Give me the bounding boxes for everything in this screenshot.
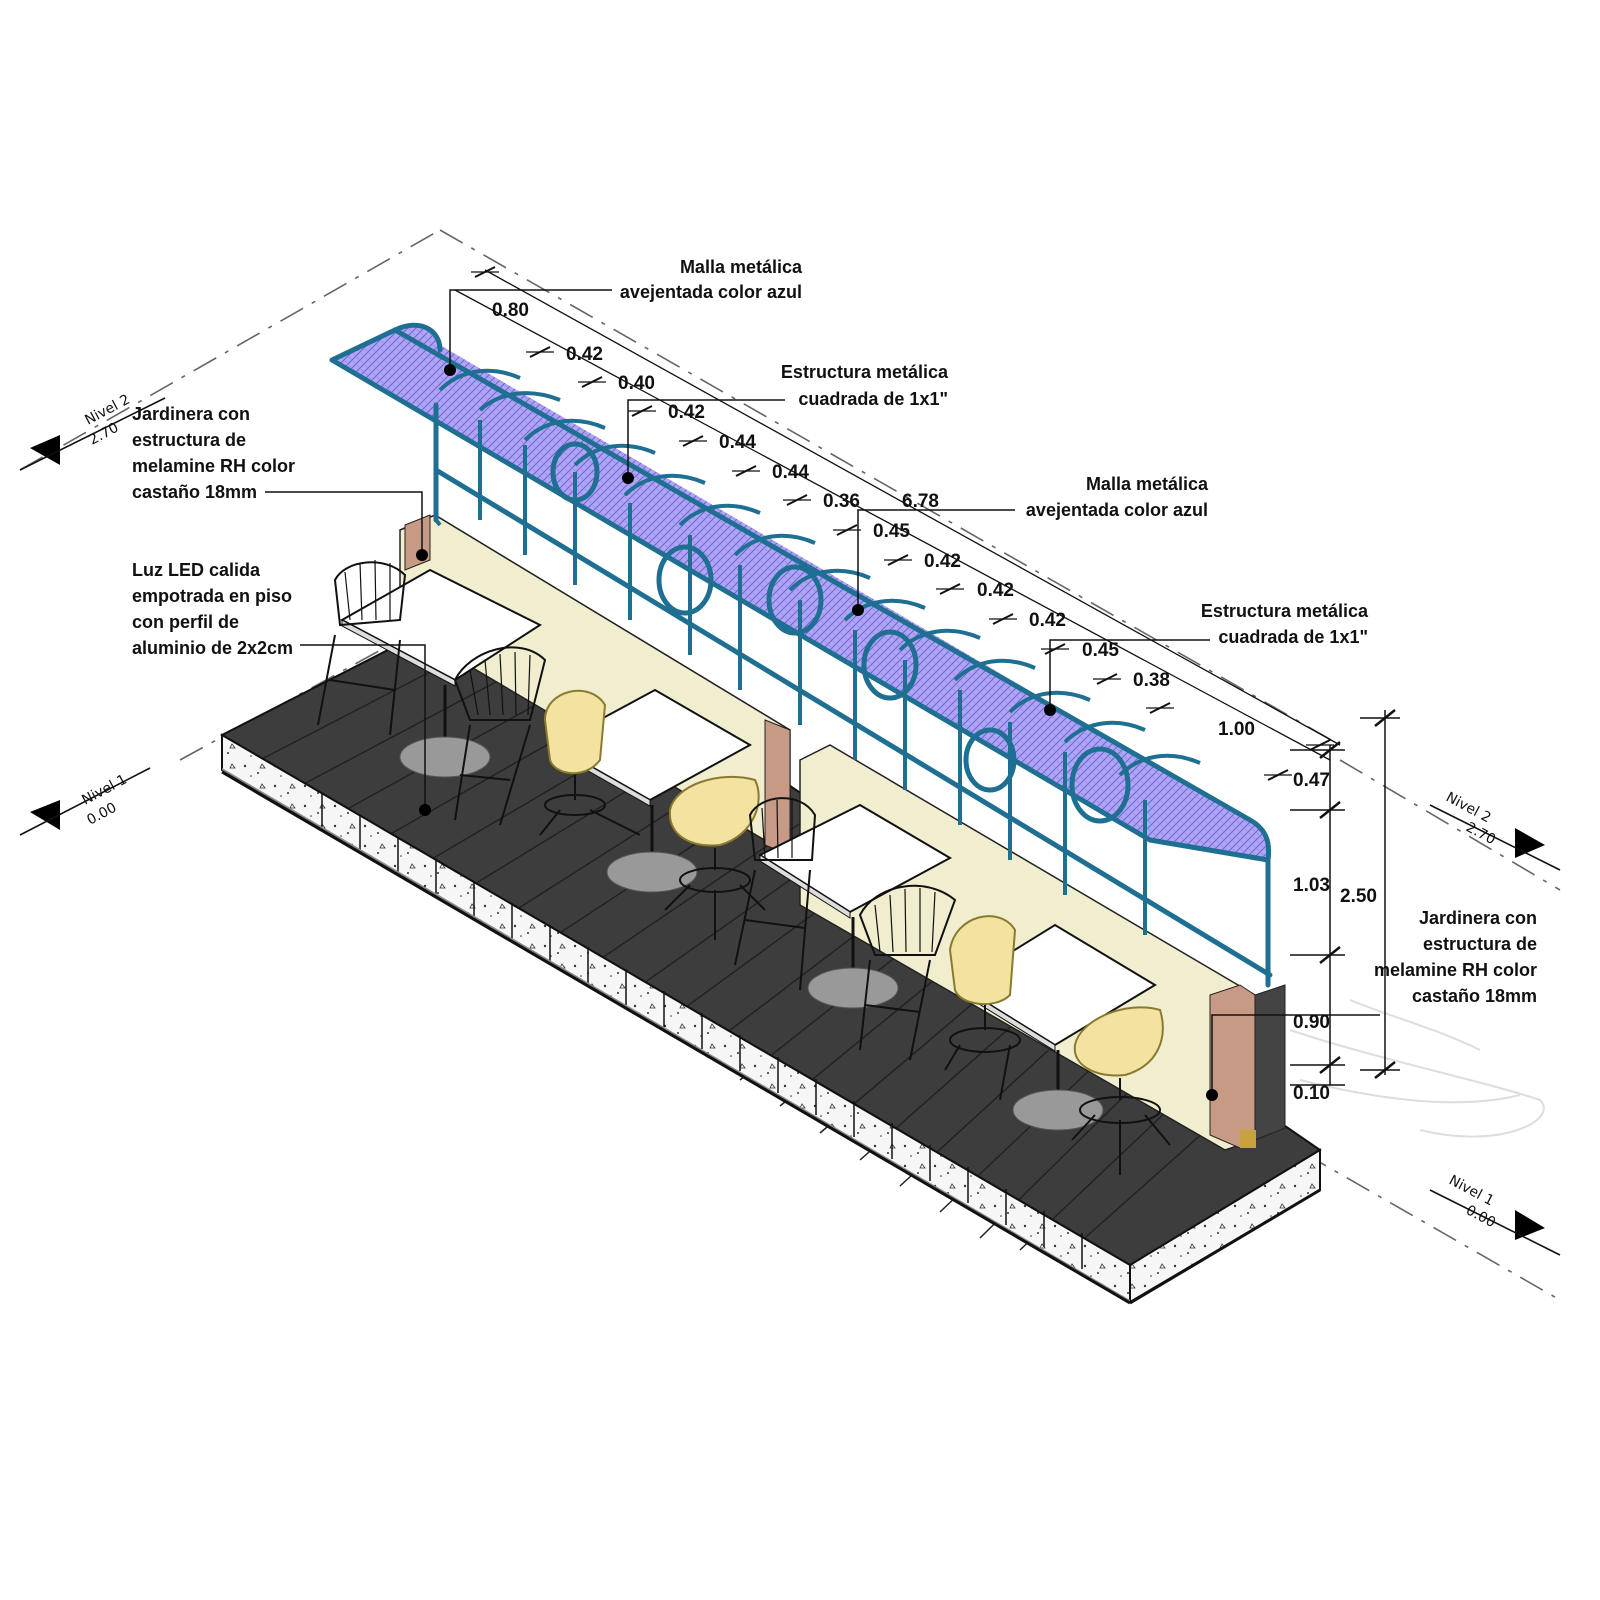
svg-text:cuadrada de 1x1": cuadrada de 1x1"	[798, 389, 948, 409]
dim-v-3: 0.10	[1293, 1083, 1330, 1104]
svg-text:melamine RH color: melamine RH color	[132, 456, 295, 476]
level-name: Nivel 2	[1443, 789, 1493, 826]
furniture-set-3	[734, 797, 957, 1061]
level-marker-right-top: Nivel 2 2.70	[1429, 789, 1561, 871]
svg-text:Luz LED calida: Luz LED calida	[132, 560, 261, 580]
dim-0: 0.80	[492, 300, 529, 321]
dim-3: 0.42	[668, 402, 705, 423]
svg-text:melamine RH color: melamine RH color	[1374, 960, 1537, 980]
dimension-ticks	[471, 266, 1334, 781]
dim-total-length: 6.78	[902, 491, 939, 512]
dim-9: 0.42	[977, 580, 1014, 601]
dimension-values-horizontal: 0.80 0.42 0.40 0.42 0.44 0.44 0.36 0.45 …	[492, 300, 1255, 740]
metal-frame	[329, 322, 1273, 988]
dim-11: 0.45	[1082, 640, 1119, 661]
annotation-planter-left: Jardinera con estructura de melamine RH …	[132, 404, 295, 502]
dim-v-2: 0.90	[1293, 1012, 1330, 1033]
floor-shadow	[1289, 999, 1545, 1138]
svg-text:Malla metálica: Malla metálica	[1086, 474, 1209, 494]
svg-text:Jardinera con: Jardinera con	[1419, 908, 1537, 928]
svg-text:estructura de: estructura de	[132, 430, 246, 450]
level-value: 0.00	[1463, 1202, 1498, 1231]
svg-text:Jardinera con: Jardinera con	[132, 404, 250, 424]
annotation-mesh-mid: Malla metálica avejentada color azul	[1026, 474, 1209, 520]
dim-1: 0.42	[566, 344, 603, 365]
annotation-mesh-top: Malla metálica avejentada color azul	[620, 257, 803, 302]
furniture-set-1	[317, 559, 547, 826]
svg-text:aluminio de 2x2cm: aluminio de 2x2cm	[132, 638, 293, 658]
annotation-led: Luz LED calida empotrada en piso con per…	[132, 560, 293, 658]
svg-text:castaño 18mm: castaño 18mm	[1412, 986, 1537, 1006]
dim-total-height: 2.50	[1340, 886, 1377, 907]
dimension-values-vertical: 0.47 1.03 0.90 0.10 2.50	[1293, 770, 1377, 1104]
dim-4: 0.44	[719, 432, 756, 453]
dim-v-0: 0.47	[1293, 770, 1330, 791]
svg-text:Estructura metálica: Estructura metálica	[1201, 601, 1369, 621]
svg-text:Estructura metálica: Estructura metálica	[781, 362, 949, 382]
dim-8: 0.42	[924, 551, 961, 572]
dim-v-1: 1.03	[1293, 875, 1330, 896]
callout-dots	[416, 364, 1218, 1101]
dim-2: 0.40	[618, 373, 655, 394]
annotation-structure-top: Estructura metálica cuadrada de 1x1"	[781, 362, 949, 409]
annotation-structure-mid: Estructura metálica cuadrada de 1x1"	[1201, 601, 1369, 647]
svg-text:con perfil de: con perfil de	[132, 612, 239, 632]
svg-text:estructura de: estructura de	[1423, 934, 1537, 954]
annotation-planter-right: Jardinera con estructura de melamine RH …	[1374, 908, 1537, 1006]
svg-text:avejentada color azul: avejentada color azul	[1026, 500, 1208, 520]
level-marker-left-bottom: Nivel 1 0.00	[19, 767, 151, 836]
furniture-set-4	[944, 915, 1171, 1175]
dim-7: 0.45	[873, 521, 910, 542]
dim-13: 1.00	[1218, 719, 1255, 740]
svg-text:avejentada color azul: avejentada color azul	[620, 282, 802, 302]
svg-text:Malla metálica: Malla metálica	[680, 257, 803, 277]
vertical-dimensions	[1290, 709, 1400, 1086]
dim-6: 0.36	[823, 491, 860, 512]
dim-10: 0.42	[1029, 610, 1066, 631]
svg-text:castaño 18mm: castaño 18mm	[132, 482, 257, 502]
dim-12: 0.38	[1133, 670, 1170, 691]
callout-leaders	[265, 289, 1380, 1095]
svg-text:cuadrada de 1x1": cuadrada de 1x1"	[1218, 627, 1368, 647]
svg-text:empotrada en piso: empotrada en piso	[132, 586, 292, 606]
level-marker-right-bottom: Nivel 1 0.00	[1429, 1172, 1561, 1256]
dim-5: 0.44	[772, 462, 809, 483]
furniture-set-2	[539, 688, 766, 940]
dimension-chain-line	[454, 269, 1341, 761]
